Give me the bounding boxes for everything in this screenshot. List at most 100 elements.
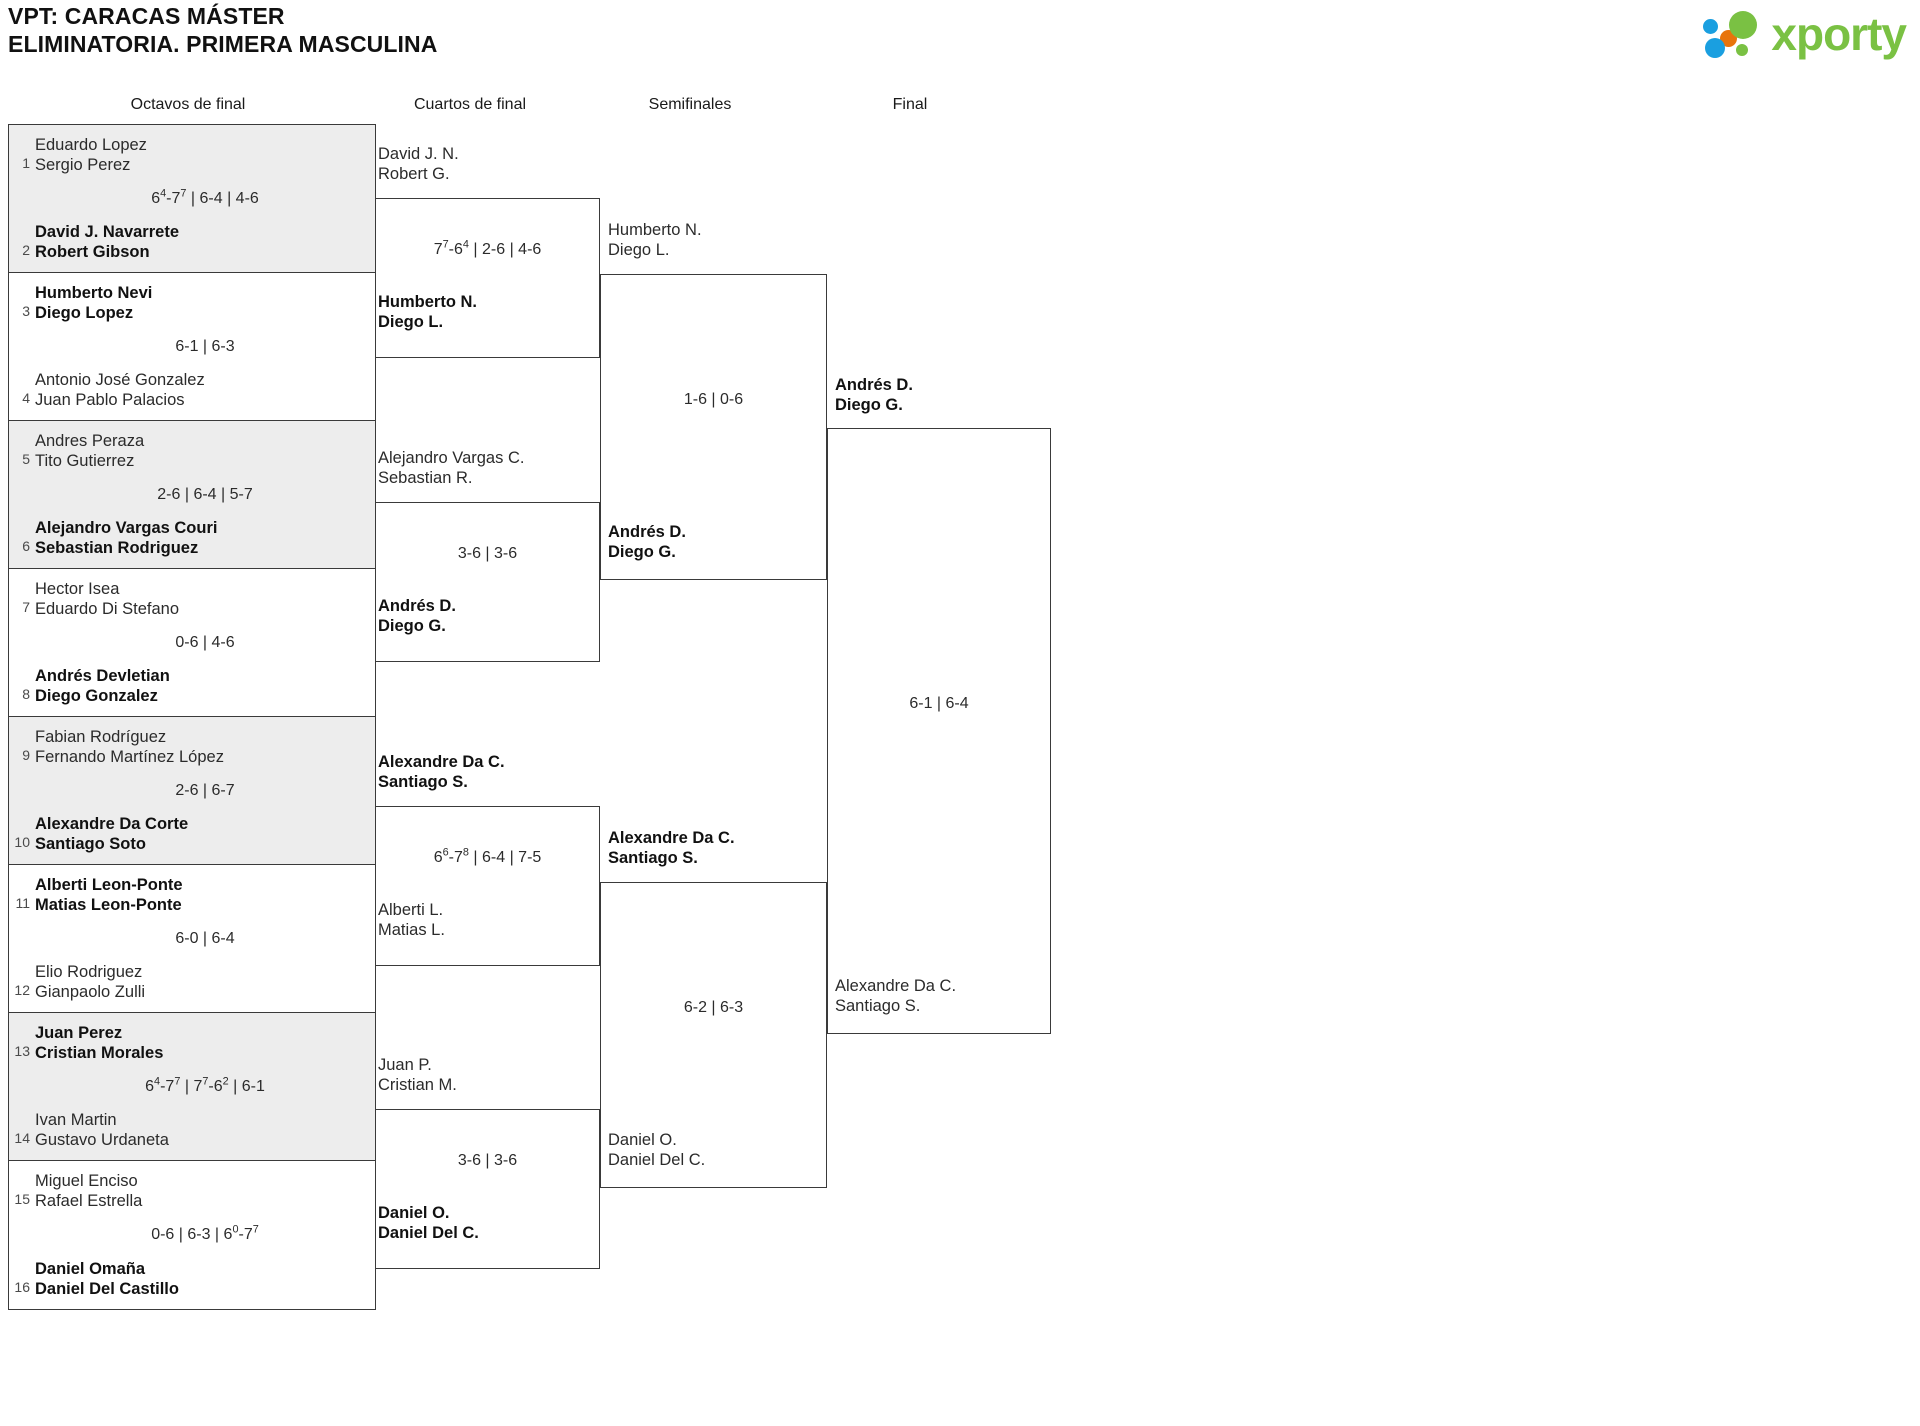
seed-number: 13: [14, 1043, 30, 1059]
round1-match-6[interactable]: 11 Alberti Leon-Ponte Matias Leon-Ponte …: [9, 865, 375, 1013]
player-name: Robert G.: [378, 165, 450, 183]
seed-number: 7: [22, 599, 30, 615]
player-name: Andrés D.: [378, 597, 456, 615]
player-name: Alberti L.: [378, 901, 444, 919]
player-name: Cristian M.: [378, 1076, 457, 1094]
match-team-top: 3 Humberto Nevi Diego Lopez: [9, 283, 375, 323]
player-name: Santiago S.: [835, 997, 921, 1015]
logo-dots-icon: [1703, 9, 1765, 59]
player-name: Matias L.: [378, 921, 445, 939]
match-team-bottom: 16 Daniel Omaña Daniel Del Castillo: [9, 1259, 375, 1299]
round2-match-4[interactable]: 3-6 | 3-6: [375, 1109, 600, 1269]
round-header-final: Final: [892, 96, 928, 113]
round3-match-2[interactable]: 6-2 | 6-3: [600, 882, 827, 1188]
round-header-cuartos: Cuartos de final: [413, 96, 527, 113]
team-names: Daniel Omaña Daniel Del Castillo: [35, 1259, 179, 1299]
round2-slot-bottom-3: Alberti L. Matias L.: [378, 900, 445, 940]
team-names: Antonio José Gonzalez Juan Pablo Palacio…: [35, 370, 205, 410]
round3-slot-bottom-2: Daniel O. Daniel Del C.: [608, 1130, 705, 1170]
player-name: Daniel O.: [608, 1131, 677, 1149]
round2-slot-top-3: Alexandre Da C. Santiago S.: [378, 752, 505, 792]
seed-number: 3: [22, 303, 30, 319]
round1-match-3[interactable]: 5 Andres Peraza Tito Gutierrez 2-6 | 6-4…: [9, 421, 375, 569]
seed-number: 15: [14, 1191, 30, 1207]
seed-number: 5: [22, 451, 30, 467]
seed-number: 12: [14, 982, 30, 998]
player-name: Humberto Nevi: [35, 284, 153, 302]
round1-match-5[interactable]: 9 Fabian Rodríguez Fernando Martínez Lóp…: [9, 717, 375, 865]
player-name: Juan Perez: [35, 1024, 123, 1042]
player-name: Eduardo Lopez: [35, 136, 147, 154]
team-names: Juan Perez Cristian Morales: [35, 1023, 163, 1063]
seed-number: 16: [14, 1279, 30, 1295]
round2-slot-top-1: David J. N. Robert G.: [378, 144, 459, 184]
player-name: Sebastian R.: [378, 469, 473, 487]
player-name: Rafael Estrella: [35, 1192, 143, 1210]
player-name: Daniel Del C.: [608, 1151, 706, 1169]
player-name: Robert Gibson: [35, 243, 150, 261]
player-name: Alexandre Da Corte: [35, 815, 189, 833]
player-name: Sergio Perez: [35, 156, 131, 174]
match-score: 3-6 | 3-6: [457, 545, 518, 562]
xporty-logo: xporty: [1703, 6, 1907, 62]
team-names: Eduardo Lopez Sergio Perez: [35, 135, 147, 175]
player-name: Fabian Rodríguez: [35, 728, 167, 746]
match-score: 6-2 | 6-3: [683, 999, 744, 1016]
player-name: Daniel Del C.: [378, 1224, 479, 1242]
player-name: Diego Gonzalez: [35, 687, 158, 705]
round2-slot-bottom-2: Andrés D. Diego G.: [378, 596, 456, 636]
player-name: Andrés D.: [608, 523, 686, 541]
player-name: Alberti Leon-Ponte: [35, 876, 183, 894]
player-name: Alexandre Da C.: [608, 829, 735, 847]
round2-match-3[interactable]: 66-78 | 6-4 | 7-5: [375, 806, 600, 966]
team-names: Miguel Enciso Rafael Estrella: [35, 1171, 142, 1211]
round3-slot-bottom-1: Andrés D. Diego G.: [608, 522, 686, 562]
title-line-1: VPT: CARACAS MÁSTER: [8, 3, 285, 29]
round3-slot-top-1: Humberto N. Diego L.: [608, 220, 702, 260]
player-name: Hector Isea: [35, 580, 120, 598]
round1-match-8[interactable]: 15 Miguel Enciso Rafael Estrella 0-6 | 6…: [9, 1161, 375, 1309]
match-team-top: 11 Alberti Leon-Ponte Matias Leon-Ponte: [9, 875, 375, 915]
player-name: Diego G.: [378, 617, 446, 635]
match-team-bottom: 6 Alejandro Vargas Couri Sebastian Rodri…: [9, 518, 375, 558]
round1-match-1[interactable]: 1 Eduardo Lopez Sergio Perez 64-77 | 6-4…: [9, 125, 375, 273]
player-name: Andres Peraza: [35, 432, 145, 450]
match-score: 0-6 | 4-6: [175, 633, 235, 651]
round2-match-2[interactable]: 3-6 | 3-6: [375, 502, 600, 662]
match-score: 3-6 | 3-6: [457, 1152, 518, 1169]
match-team-bottom: 8 Andrés Devletian Diego Gonzalez: [9, 666, 375, 706]
player-name: Alexandre Da C.: [378, 753, 505, 771]
player-name: Diego L.: [378, 313, 444, 331]
round1-match-7[interactable]: 13 Juan Perez Cristian Morales 64-77 | 7…: [9, 1013, 375, 1161]
player-name: Matias Leon-Ponte: [35, 896, 182, 914]
round1-match-2[interactable]: 3 Humberto Nevi Diego Lopez 6-1 | 6-3 4 …: [9, 273, 375, 421]
round-header-semifinales: Semifinales: [648, 96, 732, 113]
player-name: Juan P.: [378, 1056, 432, 1074]
round2-match-1[interactable]: 77-64 | 2-6 | 4-6: [375, 198, 600, 358]
match-score: 77-64 | 2-6 | 4-6: [433, 238, 542, 258]
title-line-2: ELIMINATORIA. PRIMERA MASCULINA: [8, 31, 438, 57]
seed-number: 14: [14, 1130, 30, 1146]
round1-match-4[interactable]: 7 Hector Isea Eduardo Di Stefano 0-6 | 4…: [9, 569, 375, 717]
player-name: David J. Navarrete: [35, 223, 179, 241]
match-team-bottom: 10 Alexandre Da Corte Santiago Soto: [9, 814, 375, 854]
player-name: Eduardo Di Stefano: [35, 600, 180, 618]
player-name: Santiago Soto: [35, 835, 146, 853]
round-header-octavos: Octavos de final: [130, 96, 246, 113]
seed-number: 4: [22, 390, 30, 406]
player-name: Miguel Enciso: [35, 1172, 138, 1190]
player-name: Humberto N.: [608, 221, 702, 239]
player-name: Alexandre Da C.: [835, 977, 957, 995]
player-name: Juan Pablo Palacios: [35, 391, 185, 409]
round4-slot-bottom: Alexandre Da C. Santiago S.: [835, 976, 956, 1016]
seed-number: 9: [22, 747, 30, 763]
player-name: Cristian Morales: [35, 1044, 164, 1062]
team-names: Elio Rodriguez Gianpaolo Zulli: [35, 962, 145, 1002]
round3-slot-top-2: Alexandre Da C. Santiago S.: [608, 828, 735, 868]
round4-match-final[interactable]: 6-1 | 6-4: [827, 428, 1051, 1034]
round3-match-1[interactable]: 1-6 | 0-6: [600, 274, 827, 580]
match-team-bottom: 4 Antonio José Gonzalez Juan Pablo Palac…: [9, 370, 375, 410]
match-score: 0-6 | 6-3 | 60-77: [151, 1223, 259, 1243]
player-name: David J. N.: [378, 145, 459, 163]
